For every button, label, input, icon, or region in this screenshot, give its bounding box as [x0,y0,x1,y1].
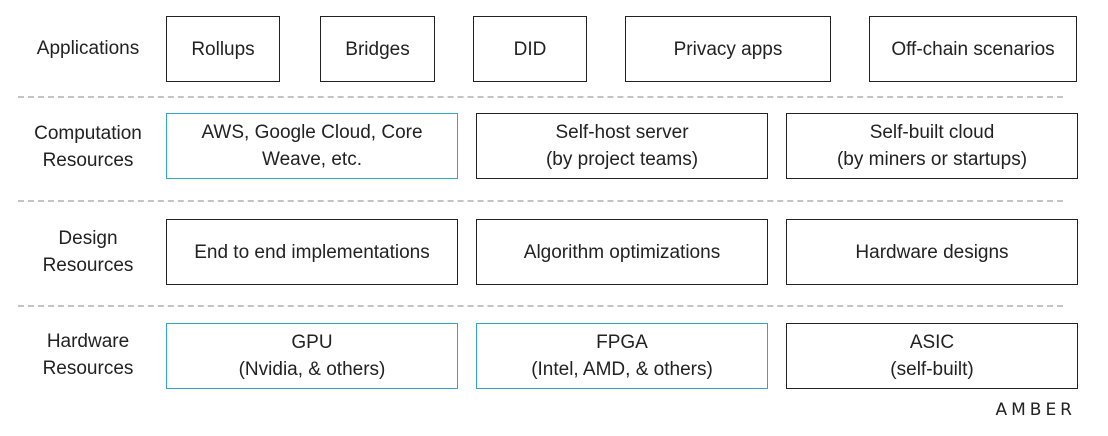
row-label-applications: Applications [10,16,166,80]
box-fpga: FPGA (Intel, AMD, & others) [476,323,768,389]
box-asic: ASIC (self-built) [786,323,1078,389]
box-text: Hardware designs [855,241,1009,263]
box-self-built-cloud: Self-built cloud (by miners or startups) [786,113,1078,179]
box-rollups: Rollups [166,16,280,82]
box-text: DID [513,38,547,60]
row-label-line: Resources [42,358,134,379]
box-hardware-designs: Hardware designs [786,219,1078,285]
box-text: (Intel, AMD, & others) [531,359,713,380]
box-self-host-server: Self-host server (by project teams) [476,113,768,179]
row-label-line: Computation [34,123,142,144]
box-text: FPGA [596,332,648,353]
box-text: Self-host server [555,122,689,143]
box-text: Bridges [345,38,410,60]
box-end-to-end-implementations: End to end implementations [166,219,458,285]
box-text: (Nvidia, & others) [238,359,386,380]
row-label-computation: Computation Resources [10,114,166,180]
box-text: Weave, etc. [262,149,362,170]
box-text: Rollups [191,38,255,60]
separator-line [18,200,1063,202]
logo-text: AMBER [995,400,1076,420]
box-text: (self-built) [890,359,974,380]
box-text: Self-built cloud [869,122,995,143]
separator-line [18,96,1063,98]
row-label-line: Applications [36,37,140,59]
row-label-line: Resources [42,150,134,171]
box-algorithm-optimizations: Algorithm optimizations [476,219,768,285]
separator-line [18,305,1063,307]
box-text: Off-chain scenarios [891,38,1055,60]
box-text: End to end implementations [194,241,430,263]
box-gpu: GPU (Nvidia, & others) [166,323,458,389]
row-label-line: Design [58,228,118,249]
box-off-chain-scenarios: Off-chain scenarios [869,16,1077,82]
row-label-design: Design Resources [10,219,166,285]
box-text: (by project teams) [545,149,699,170]
box-text: GPU [291,332,333,353]
amber-logo: AMBER [995,400,1076,420]
box-bridges: Bridges [320,16,435,82]
box-text: AWS, Google Cloud, Core [201,122,423,143]
box-privacy-apps: Privacy apps [625,16,831,82]
box-aws-google-cloud: AWS, Google Cloud, Core Weave, etc. [166,113,458,179]
row-label-line: Resources [42,255,134,276]
box-did: DID [473,16,587,82]
box-text: ASIC [909,332,955,353]
box-text: Privacy apps [673,38,783,60]
box-text: Algorithm optimizations [523,241,721,263]
row-label-hardware: Hardware Resources [10,322,166,388]
row-label-line: Hardware [46,331,130,352]
box-text: (by miners or startups) [836,149,1028,170]
